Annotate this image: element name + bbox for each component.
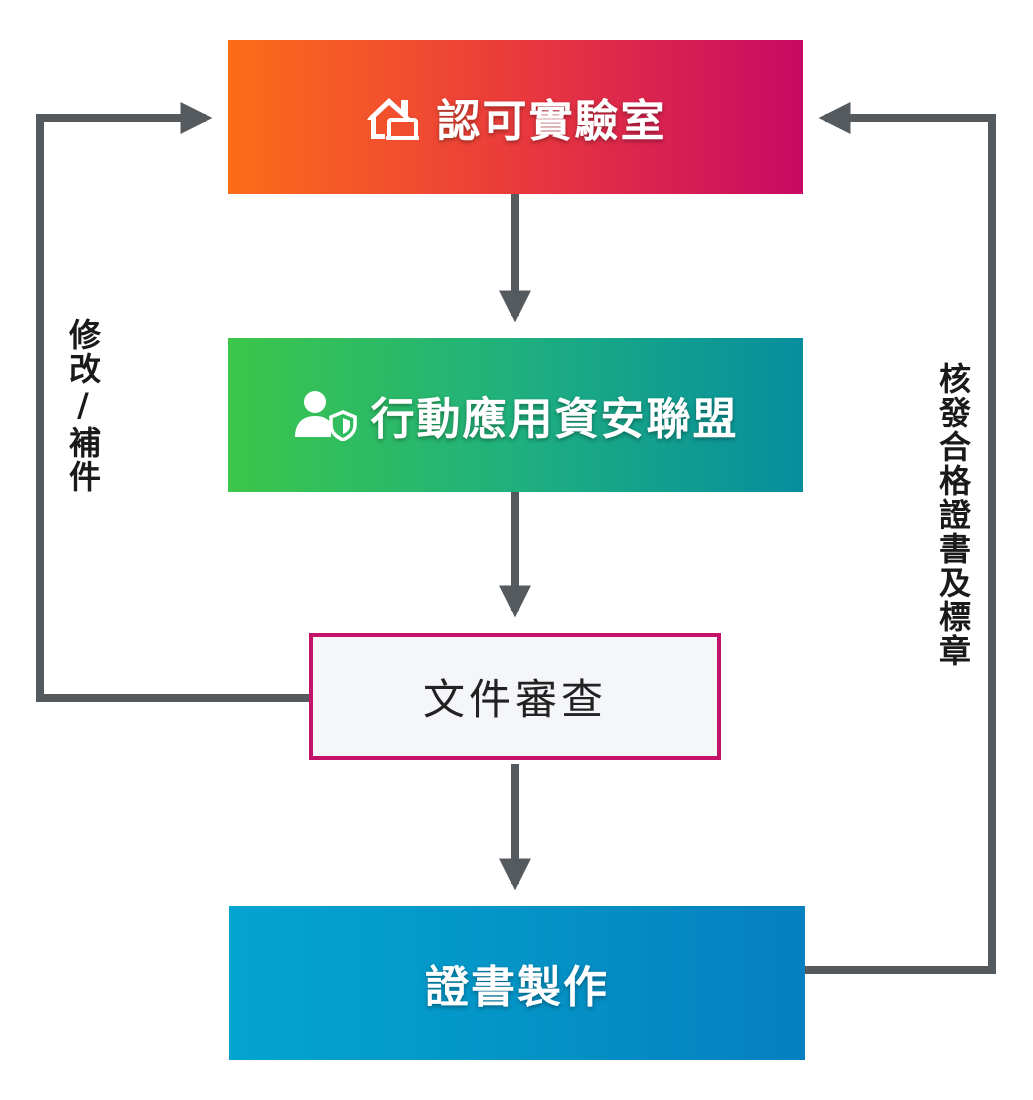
arrow-cert-to-lab-issue <box>805 102 996 974</box>
node-alliance-label: 行動應用資安聯盟 <box>370 394 739 445</box>
node-review: 文件審查 <box>309 633 721 760</box>
node-cert: 證書製作 <box>229 906 805 1060</box>
user-shield-icon <box>293 389 357 441</box>
node-cert-label: 證書製作 <box>425 962 609 1013</box>
node-review-label: 文件審查 <box>422 675 607 724</box>
node-alliance: 行動應用資安聯盟 <box>228 338 803 492</box>
feedback-right-label: 核發合格證書及標章 <box>934 362 972 668</box>
node-lab-label: 認可實驗室 <box>436 96 667 147</box>
home-lab-icon <box>365 92 423 142</box>
arrow-review-to-lab-feedback <box>36 102 309 702</box>
feedback-left-label: 修改/補件 <box>64 318 102 494</box>
node-lab: 認可實驗室 <box>228 40 803 194</box>
